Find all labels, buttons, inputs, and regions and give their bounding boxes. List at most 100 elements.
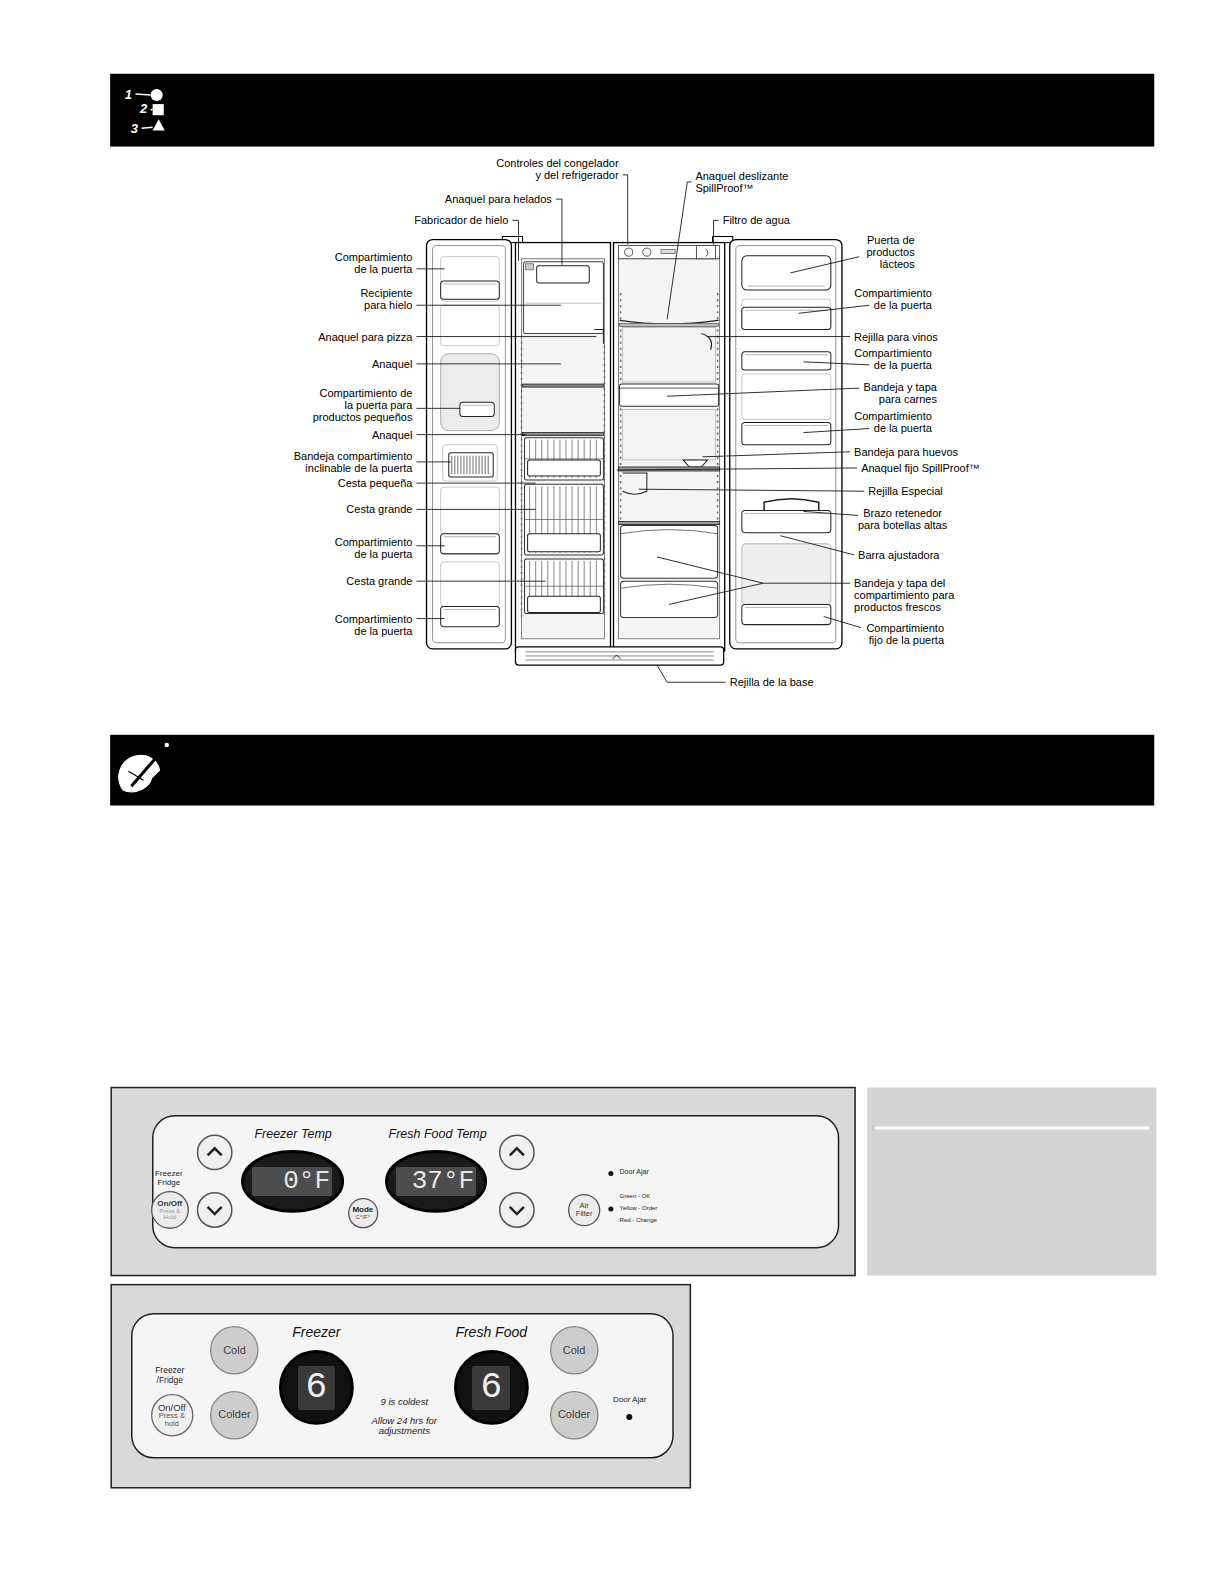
door-bin [441, 281, 500, 299]
node-shape [280, 1352, 352, 1424]
node-shape [550, 1327, 597, 1374]
door-bin [742, 352, 831, 370]
panel-symbols [197, 1135, 613, 1227]
callout-label: Rejilla de la base [730, 676, 970, 688]
tilt-bin-hatch [463, 456, 464, 474]
control-panel: Freezer FridgeFreezer TempFresh Food Tem… [152, 1115, 839, 1248]
text-holder: Freezer Fridge [152, 1170, 186, 1188]
panel-outline [132, 1314, 673, 1458]
label-holder: Anaquel para pizza [172, 331, 412, 343]
label-holder: Compartimiento de la puerta [328, 536, 412, 560]
button-label: Press & hold [158, 1412, 186, 1427]
label-holder: Rejilla Especial [868, 485, 1108, 497]
node-shape [151, 1192, 188, 1229]
door-bin-edge [463, 405, 491, 406]
basket [525, 438, 604, 480]
header-band [110, 735, 1154, 806]
leader-line [657, 665, 726, 682]
door-bin-edge [745, 425, 828, 426]
tilt-bin-hatch [469, 456, 470, 474]
dispenser-recess [441, 354, 500, 431]
text-holder: 9 is coldest [344, 1397, 464, 1407]
hinge [713, 237, 733, 243]
icon-shape [128, 771, 143, 780]
display-readout: 6 [472, 1366, 510, 1410]
crisper [621, 526, 718, 579]
callout-label: Anaquel para helados [312, 193, 552, 205]
callout-label: Anaquel fijo SpillProof™ [861, 462, 1101, 474]
leader-line [702, 452, 850, 457]
callout-label: Cesta grande [172, 503, 412, 515]
side-box [867, 1088, 1156, 1276]
node-shape [211, 1327, 258, 1374]
display-readout: 6 [298, 1366, 336, 1410]
callout-label: Puerta de productos lácteos [857, 234, 915, 270]
crisper-lid [621, 530, 718, 534]
freezer-door [427, 240, 512, 649]
panel-frame [111, 1088, 855, 1276]
shelf-rail [521, 336, 523, 619]
tilt-bin-hatch [451, 456, 452, 474]
icon-shape [153, 104, 164, 115]
display-readout: 37°F [396, 1167, 476, 1196]
arrow-button [499, 1135, 533, 1169]
node-shape [387, 1152, 486, 1212]
control-slot [661, 250, 675, 254]
leader-line [416, 581, 545, 582]
node-shape [455, 1352, 527, 1424]
compartment-liner [619, 259, 720, 639]
label-holder: Anaquel deslizante SpillProof™ [695, 170, 791, 194]
door-bin-edge [745, 310, 828, 311]
label-holder: Barra ajustadora [858, 549, 1098, 561]
leader-line [512, 220, 518, 260]
crisper-lid [621, 584, 718, 588]
indicator-dot [608, 1171, 613, 1176]
callout-label: Filtro de agua [723, 214, 963, 226]
icon-shape [135, 94, 150, 95]
label-holder: 3 [124, 121, 144, 136]
button-label: Colder [558, 1409, 590, 1420]
callout-label: Brazo retenedor para botellas altas [855, 507, 950, 531]
dairy-door-edge [748, 286, 825, 287]
tilt-bin-hatch [454, 456, 455, 474]
callout-label: Bandeja y tapa para carnes [857, 381, 937, 405]
door-bin-edge [444, 284, 497, 285]
panel-text: Freezer [256, 1325, 376, 1340]
text-holder: Fresh Food Temp [358, 1128, 518, 1142]
door-bin [742, 374, 831, 419]
text-holder: Freezer /Fridge [147, 1366, 193, 1385]
label-holder: Compartimiento de la puerta para product… [310, 387, 412, 423]
text-holder: Yellow - Order [620, 1205, 700, 1212]
button-label: Press & Hold [157, 1208, 183, 1220]
panel-text: Fresh Food [431, 1325, 551, 1340]
tilt-bin-hatch [466, 456, 467, 474]
tilt-bin-hatch [482, 456, 483, 474]
callout-label: Compartimiento de la puerta [848, 287, 932, 311]
label-holder: Bandeja y tapa del compartimiento para p… [854, 577, 958, 613]
callout-label: Compartimiento de la puerta [848, 410, 932, 434]
label-holder: Recipiente para hielo [352, 287, 412, 311]
leader-line [804, 511, 859, 515]
arrow-chevron [207, 1148, 221, 1155]
grille-slot [526, 651, 714, 652]
tilt-bin-hatch [479, 456, 480, 474]
door-bin [742, 604, 831, 624]
label-holder: Fabricador de hielo [268, 214, 508, 226]
leader-line [416, 461, 450, 462]
basket-wire [525, 586, 604, 587]
text-holder: Freezer [256, 1325, 376, 1340]
door-bin [441, 606, 500, 626]
leader-line [667, 388, 859, 396]
panel-outline [152, 1116, 838, 1248]
leader-line [623, 175, 628, 245]
basket-front [528, 534, 601, 552]
callout-label: Cesta pequeña [172, 477, 412, 489]
callout-label: Compartimiento de la puerta [328, 251, 412, 275]
tilt-bin-hatch [457, 456, 458, 474]
text-holder: Door Ajar [620, 1168, 700, 1176]
dairy-door [742, 256, 831, 290]
door-bin [441, 487, 500, 533]
leader-line [804, 429, 870, 433]
ice-bucket [524, 262, 604, 334]
leader-line [714, 220, 719, 244]
